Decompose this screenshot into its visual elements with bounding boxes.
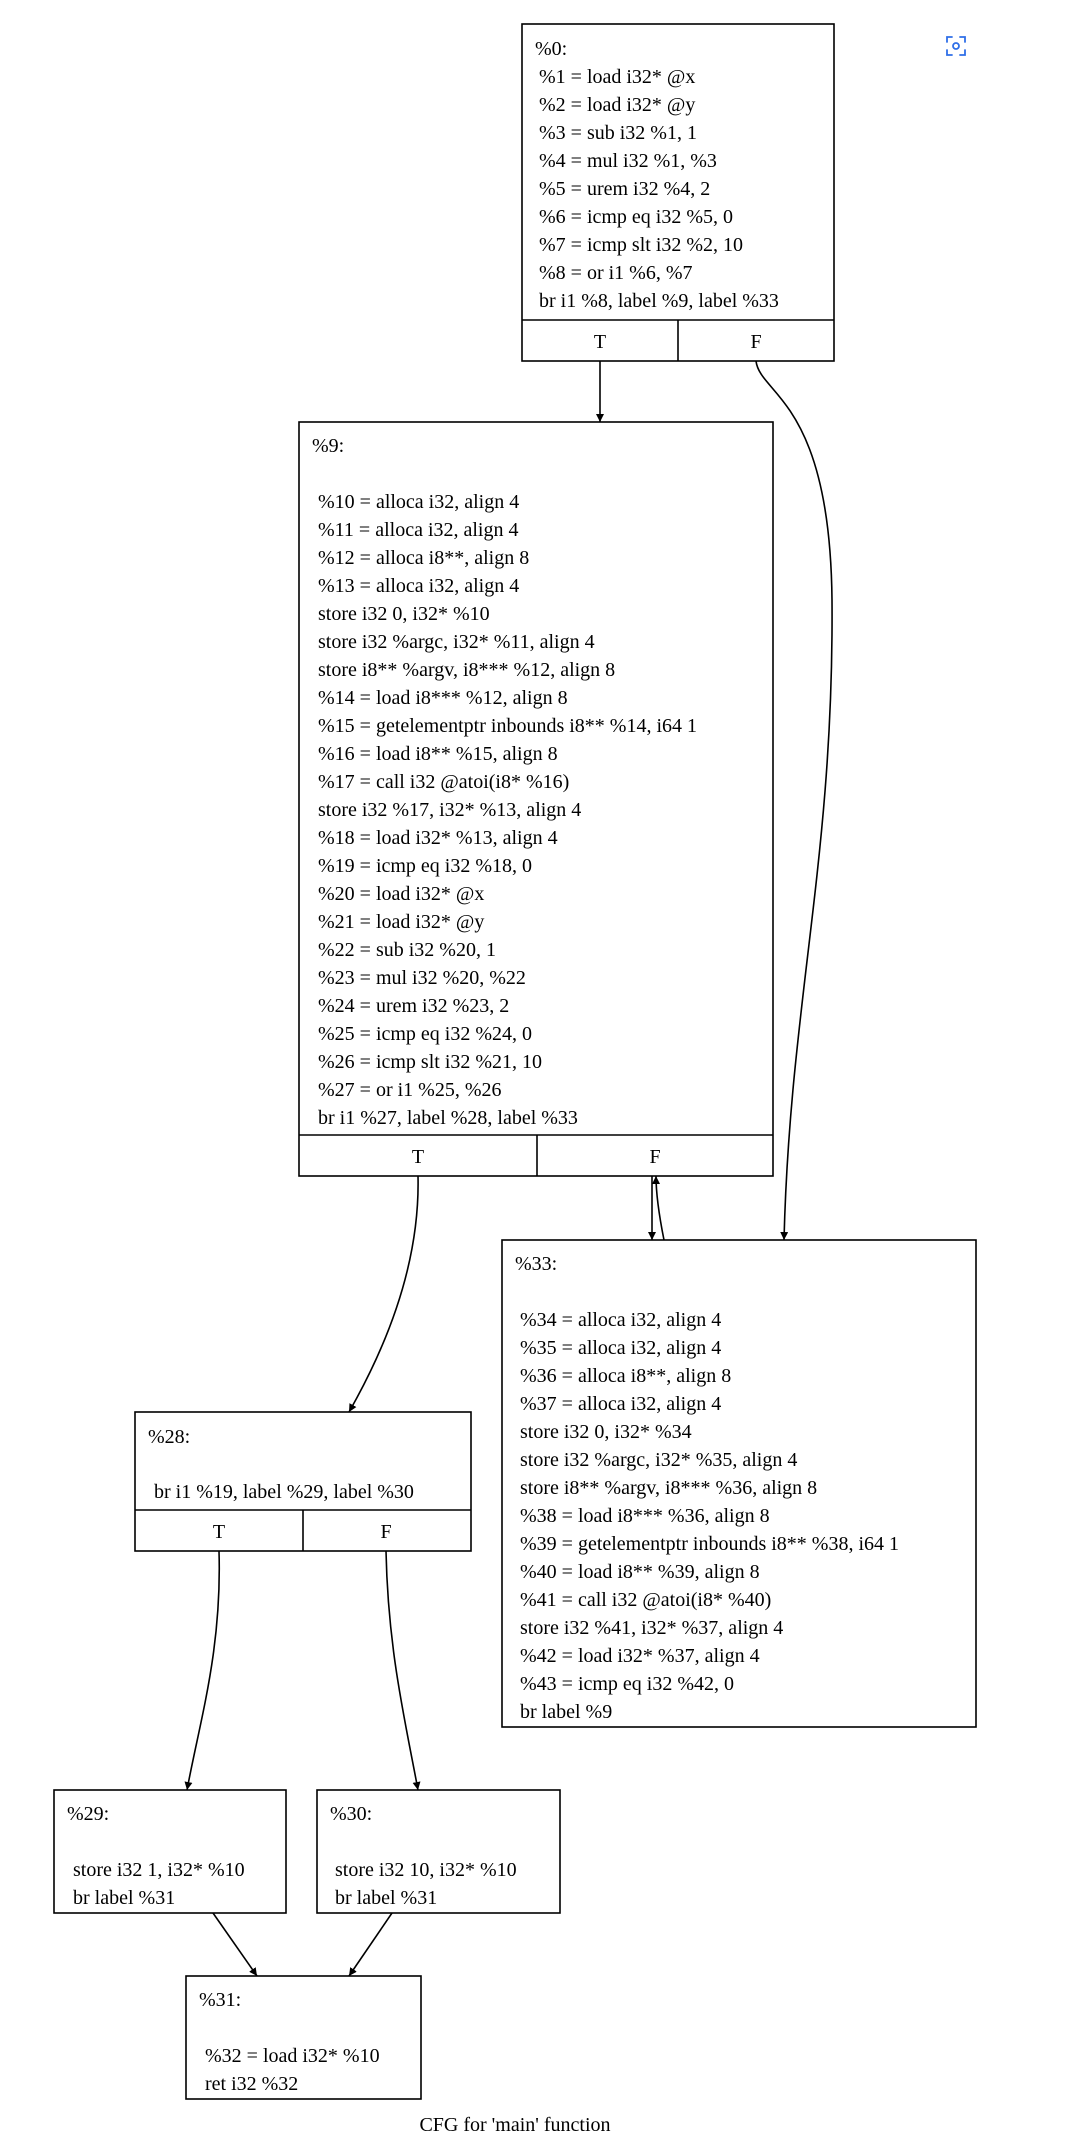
block-29-line: br label %31	[73, 1887, 175, 1909]
edge-29-to-31	[212, 1912, 258, 1977]
block-9-line: store i8** %argv, i8*** %12, align 8	[318, 659, 615, 681]
block-33-line: %38 = load i8*** %36, align 8	[520, 1505, 770, 1527]
block-9-line: %26 = icmp slt i32 %21, 10	[318, 1051, 542, 1073]
block-33-line: %35 = alloca i32, align 4	[520, 1337, 721, 1359]
block-9-line: %24 = urem i32 %23, 2	[318, 995, 509, 1017]
block-9-line: br i1 %27, label %28, label %33	[318, 1107, 578, 1129]
block-30-line: %30:	[330, 1803, 372, 1825]
block-28[interactable]: %28: br i1 %19, label %29, label %30 T F	[134, 1411, 472, 1552]
block-0[interactable]: %0: %1 = load i32* @x %2 = load i32* @y …	[521, 23, 835, 362]
block-9-line: %20 = load i32* @x	[318, 883, 484, 905]
block-28-line: br i1 %19, label %29, label %30	[154, 1481, 414, 1503]
block-33[interactable]: %33: %34 = alloca i32, align 4 %35 = all…	[501, 1239, 977, 1728]
block-29-line: store i32 1, i32* %10	[73, 1859, 245, 1881]
block-9-line: %16 = load i8** %15, align 8	[318, 743, 558, 765]
block-9-line: %22 = sub i32 %20, 1	[318, 939, 496, 961]
block-9-line: store i32 %argc, i32* %11, align 4	[318, 631, 595, 653]
block-9-line: %14 = load i8*** %12, align 8	[318, 687, 568, 709]
block-28-line: %28:	[148, 1426, 190, 1448]
block-33-line: %41 = call i32 @atoi(i8* %40)	[520, 1589, 771, 1611]
edge-30-to-31	[348, 1912, 393, 1977]
block-9-line: %17 = call i32 @atoi(i8* %16)	[318, 771, 569, 793]
block-9-line: %25 = icmp eq i32 %24, 0	[318, 1023, 532, 1045]
block-30-line: br label %31	[335, 1887, 437, 1909]
edge-0-to-33	[755, 360, 833, 1241]
diagram-caption: CFG for 'main' function	[419, 2114, 610, 2136]
block-33-line: %34 = alloca i32, align 4	[520, 1309, 721, 1331]
block-9-line: %23 = mul i32 %20, %22	[318, 967, 526, 989]
block-33-line: store i32 0, i32* %34	[520, 1421, 692, 1443]
block-31-line: %31:	[199, 1989, 241, 2011]
block-0-line: br i1 %8, label %9, label %33	[539, 290, 779, 312]
block-33-line: store i32 %41, i32* %37, align 4	[520, 1617, 783, 1639]
block-9-port-true[interactable]: T	[412, 1146, 424, 1168]
block-31-line: ret i32 %32	[205, 2073, 298, 2095]
block-0-line: %6 = icmp eq i32 %5, 0	[539, 206, 733, 228]
block-0-line: %2 = load i32* @y	[539, 94, 695, 116]
block-9[interactable]: %9: %10 = alloca i32, align 4 %11 = allo…	[298, 421, 774, 1177]
block-31-line: %32 = load i32* %10	[205, 2045, 380, 2067]
block-0-line: %3 = sub i32 %1, 1	[539, 122, 697, 144]
block-33-line: store i8** %argv, i8*** %36, align 8	[520, 1477, 817, 1499]
block-9-port-false[interactable]: F	[649, 1146, 660, 1168]
block-9-line: %12 = alloca i8**, align 8	[318, 547, 529, 569]
block-0-port-true[interactable]: T	[594, 331, 606, 353]
block-9-line: %13 = alloca i32, align 4	[318, 575, 519, 597]
block-9-line: store i32 0, i32* %10	[318, 603, 490, 625]
block-33-line: %43 = icmp eq i32 %42, 0	[520, 1673, 734, 1695]
block-9-line: %10 = alloca i32, align 4	[318, 491, 519, 513]
edge-28-to-30	[385, 1550, 421, 1791]
block-0-line: %5 = urem i32 %4, 2	[539, 178, 710, 200]
block-9-line: %27 = or i1 %25, %26	[318, 1079, 501, 1101]
block-0-line: %1 = load i32* @x	[539, 66, 695, 88]
block-29[interactable]: %29: store i32 1, i32* %10 br label %31	[53, 1789, 287, 1914]
block-0-line: %0:	[535, 38, 567, 60]
block-33-line: %42 = load i32* %37, align 4	[520, 1645, 760, 1667]
block-28-port-true[interactable]: T	[213, 1521, 225, 1543]
block-9-line: store i32 %17, i32* %13, align 4	[318, 799, 581, 821]
edge-9-to-28	[348, 1175, 419, 1413]
block-9-line: %11 = alloca i32, align 4	[318, 519, 519, 541]
screenshot-focus-icon[interactable]	[938, 28, 974, 64]
edge-33-to-9	[652, 1175, 665, 1241]
block-33-line: %39 = getelementptr inbounds i8** %38, i…	[520, 1533, 899, 1555]
block-9-line: %15 = getelementptr inbounds i8** %14, i…	[318, 715, 697, 737]
block-33-line: %37 = alloca i32, align 4	[520, 1393, 721, 1415]
block-33-line: %40 = load i8** %39, align 8	[520, 1561, 760, 1583]
block-0-line: %4 = mul i32 %1, %3	[539, 150, 717, 172]
block-33-line: %36 = alloca i8**, align 8	[520, 1365, 731, 1387]
block-31[interactable]: %31: %32 = load i32* %10 ret i32 %32	[185, 1975, 422, 2100]
block-9-line: %18 = load i32* %13, align 4	[318, 827, 558, 849]
block-30[interactable]: %30: store i32 10, i32* %10 br label %31	[316, 1789, 561, 1914]
block-0-port-false[interactable]: F	[750, 331, 761, 353]
block-33-line: br label %9	[520, 1701, 612, 1723]
block-0-line: %8 = or i1 %6, %7	[539, 262, 692, 284]
block-30-line: store i32 10, i32* %10	[335, 1859, 517, 1881]
edge-28-to-29	[184, 1550, 221, 1791]
block-9-line: %19 = icmp eq i32 %18, 0	[318, 855, 532, 877]
block-9-line: %21 = load i32* @y	[318, 911, 484, 933]
block-33-line: %33:	[515, 1253, 557, 1275]
block-0-line: %7 = icmp slt i32 %2, 10	[539, 234, 743, 256]
block-33-line: store i32 %argc, i32* %35, align 4	[520, 1449, 797, 1471]
block-29-line: %29:	[67, 1803, 109, 1825]
block-9-line: %9:	[312, 435, 344, 457]
edges	[184, 360, 833, 1977]
block-28-port-false[interactable]: F	[380, 1521, 391, 1543]
